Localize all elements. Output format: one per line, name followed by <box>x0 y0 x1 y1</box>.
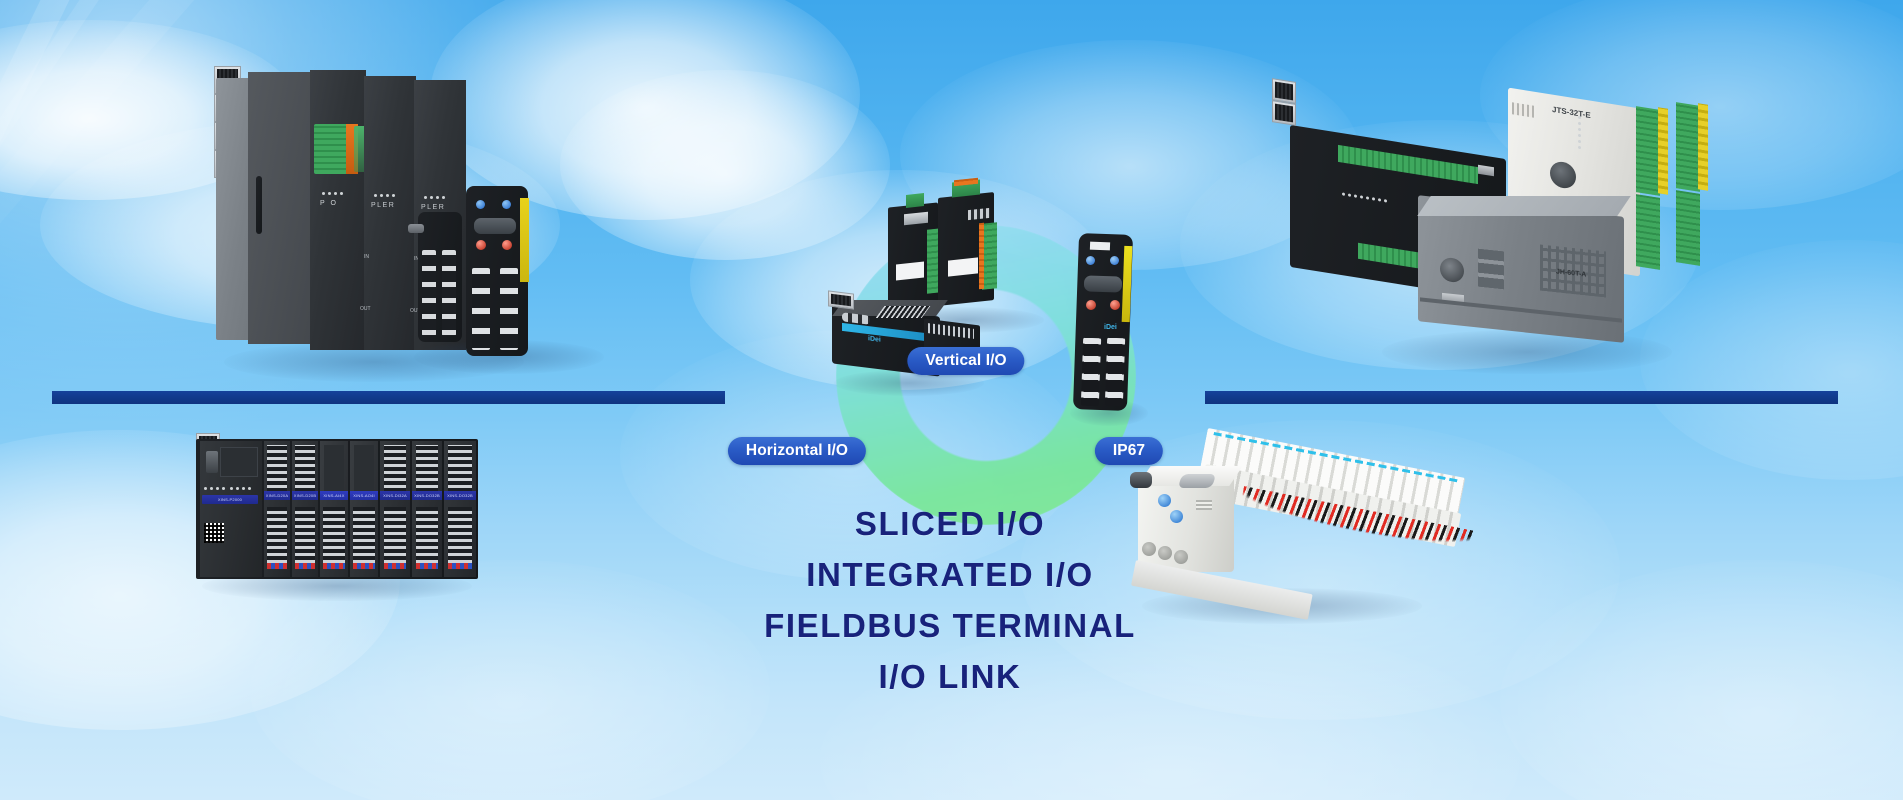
io-slot <box>292 441 318 577</box>
exhaust-port <box>1174 550 1188 564</box>
slot-label[interactable]: XINS-AI4X <box>320 491 348 500</box>
port-label-in: IN <box>364 254 369 260</box>
badge-ip67[interactable]: IP67 <box>1094 437 1164 465</box>
orange-terminal-strip <box>979 222 984 290</box>
blue-indicator <box>1086 256 1095 265</box>
coupler-top-bay <box>220 447 258 477</box>
module-label-plate <box>896 261 924 281</box>
rj45-port <box>828 290 854 310</box>
io-slot <box>320 441 348 577</box>
green-terminal-block <box>314 124 348 174</box>
headline-line-fieldbus-terminal: FIELDBUS TERMINAL <box>764 607 1136 644</box>
terminal-screw-column <box>1698 103 1708 191</box>
coupler-module-2 <box>364 76 416 350</box>
blue-button <box>1158 494 1171 507</box>
module-mark-3: PLER <box>421 204 446 211</box>
port-label-out: OUT <box>360 306 371 312</box>
display-window <box>474 218 516 234</box>
rj45-port <box>1272 100 1296 126</box>
brand-mark: iDei <box>1104 324 1117 331</box>
green-terminal-block <box>982 222 997 290</box>
headline-line-integrated-io: INTEGRATED I/O <box>806 556 1094 593</box>
red-indicator <box>502 240 512 250</box>
terminal-bays <box>1478 248 1504 290</box>
blue-indicator <box>502 200 511 209</box>
vent-slots <box>875 306 931 318</box>
m12-connector <box>408 224 424 233</box>
slot-label[interactable]: XINS-D20A <box>264 491 290 500</box>
slot-label[interactable]: XINS-DO32B <box>444 491 476 500</box>
red-indicator <box>1110 300 1120 310</box>
status-leds <box>424 196 445 199</box>
green-terminal-column <box>1676 190 1700 266</box>
io-slot <box>380 441 410 577</box>
display-window <box>1177 474 1217 488</box>
display-window <box>1083 275 1123 293</box>
ip67-port-column <box>1104 337 1126 407</box>
port-label-in: IN <box>414 256 419 262</box>
headline-line-io-link: I/O LINK <box>878 658 1022 695</box>
status-leds <box>322 192 343 195</box>
status-leds <box>230 487 251 490</box>
blue-indicator <box>1110 256 1119 265</box>
coupler-handle-slot <box>256 176 262 234</box>
status-leds <box>1578 115 1581 150</box>
qr-code <box>204 523 224 543</box>
ip67-port-column <box>1080 337 1102 407</box>
yellow-label-strip <box>1121 245 1133 323</box>
terminal-screw-column <box>1658 107 1668 195</box>
ip67-port-column <box>422 250 436 336</box>
brand-mark: iDei <box>868 335 881 344</box>
badge-vertical-io[interactable]: Vertical I/O <box>907 347 1025 375</box>
exhaust-port <box>1142 542 1156 556</box>
slot-label[interactable]: XINS-AO4I <box>350 491 378 500</box>
coupler-module-1 <box>310 70 366 350</box>
exhaust-port <box>1158 546 1172 560</box>
red-indicator <box>1086 300 1096 310</box>
io-slot <box>412 441 442 577</box>
green-terminal-column <box>1636 194 1660 270</box>
slot-label[interactable]: XINS-D20B <box>292 491 318 500</box>
blue-button <box>1170 510 1183 523</box>
module-mark-1: P O <box>320 200 338 207</box>
product-shadow <box>1382 330 1672 374</box>
ip67-port-column <box>472 268 490 350</box>
headline-line-sliced-io: SLICED I/O <box>854 505 1046 542</box>
divider-rule-right <box>1205 391 1838 404</box>
status-leds <box>374 194 395 197</box>
power-connector <box>206 451 218 473</box>
io-slot <box>444 441 476 577</box>
status-leds <box>204 487 225 490</box>
ip67-port-column <box>442 250 456 336</box>
product-ip67-io-block: iDei <box>1068 228 1158 428</box>
divider-rule-left <box>52 391 725 404</box>
slot-label[interactable]: XINS-DO32B <box>412 491 442 500</box>
yellow-label-strip <box>520 198 529 282</box>
badge-horizontal-io[interactable]: Horizontal I/O <box>727 437 867 465</box>
headline-block: SLICED I/O INTEGRATED I/O FIELDBUS TERMI… <box>570 498 1330 702</box>
product-ip67-distributed-io-pair <box>408 150 638 380</box>
top-name-plate <box>1089 241 1111 251</box>
red-indicator <box>476 240 486 250</box>
io-slot <box>264 441 290 577</box>
green-terminal-column <box>1676 102 1700 192</box>
product-plc-controller-group: JTS-32T-E JH-60T-A <box>1272 78 1724 380</box>
green-terminal-column <box>1636 106 1660 196</box>
grey-plc-top-face <box>1417 196 1631 216</box>
vent-slots <box>1196 500 1212 510</box>
product-fieldbus-terminal-rack: XINS-P2000 XINS-D20A XINS-D20B XINS-AI4X <box>196 433 486 601</box>
terminal-cap <box>906 193 924 208</box>
ip67-port-column <box>500 268 518 350</box>
module-label-plate <box>948 257 978 277</box>
module-mark-2: PLER <box>371 202 396 209</box>
io-slot <box>350 441 378 577</box>
slot-label-coupler[interactable]: XINS-P2000 <box>202 495 258 504</box>
slot-label[interactable]: XINS-DI32A <box>380 491 410 500</box>
blue-indicator <box>476 200 485 209</box>
port-label-out: OUT <box>410 308 421 314</box>
m12-connector <box>1130 472 1152 488</box>
